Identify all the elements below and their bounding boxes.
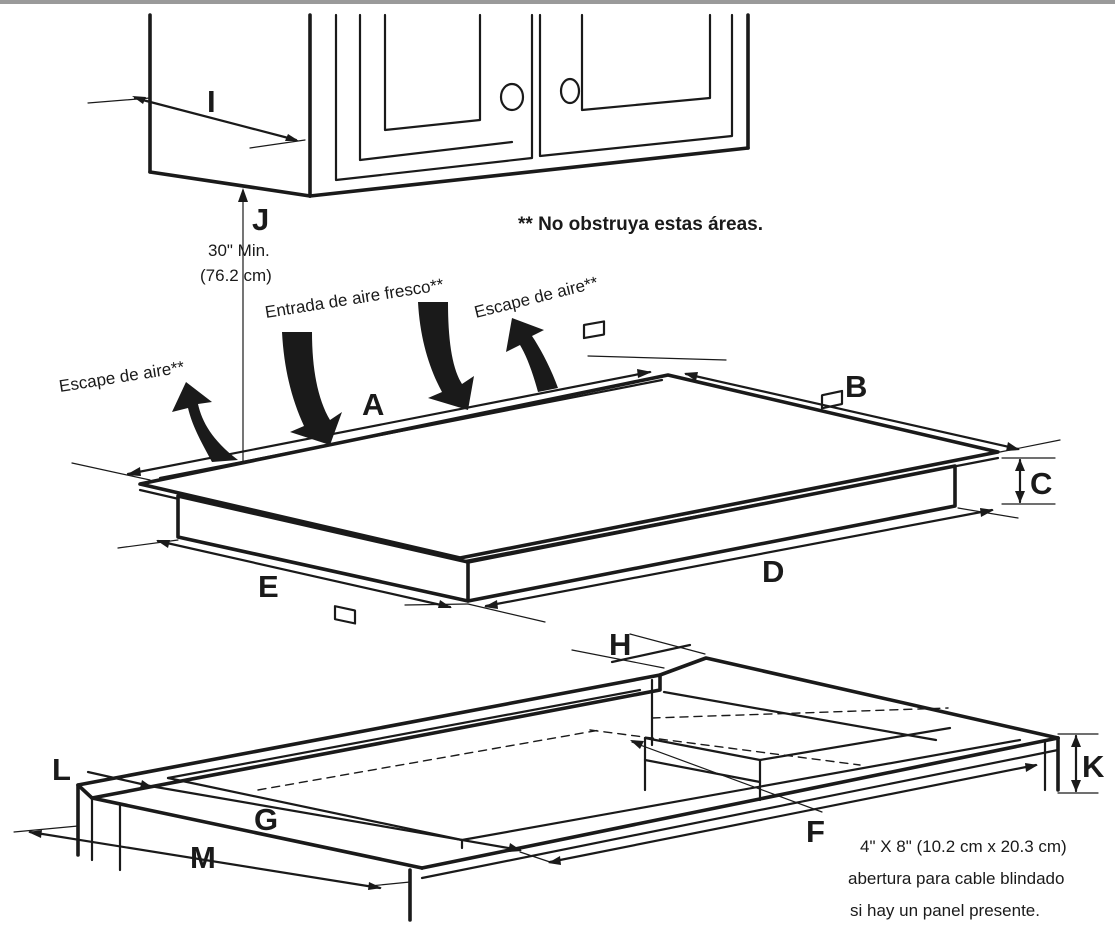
cooktop: [138, 320, 1000, 625]
mounting-bracket-front: [582, 320, 606, 340]
leader-line-cable: [631, 741, 823, 813]
left-door-panel: [383, 13, 482, 132]
right-door-panel: [580, 13, 712, 112]
intake-arrow-1: [282, 332, 342, 445]
label-b: B: [845, 369, 867, 404]
exhaust-label-right: Escape de aire**: [472, 273, 600, 322]
label-i: I: [207, 84, 216, 119]
cooktop-back-trim: [158, 378, 664, 480]
label-k: K: [1082, 749, 1105, 784]
right-door-frame: [538, 13, 734, 158]
cable-note-line-3: si hay un panel presente.: [850, 901, 1040, 920]
clearance-metric: (76.2 cm): [200, 266, 272, 285]
countertop-left-side: [90, 796, 424, 870]
label-e: E: [258, 569, 279, 604]
label-m: M: [190, 840, 216, 875]
hidden-line-2: [589, 729, 861, 766]
exhaust-arrow-right: [506, 318, 558, 392]
cabinet-bottom-side: [148, 170, 312, 198]
airflow-arrows: [172, 302, 558, 462]
dimension-c: C: [1001, 457, 1056, 505]
label-j: J: [252, 202, 269, 237]
dimension-k: K: [1057, 733, 1105, 794]
dimension-b: B: [684, 369, 1061, 453]
label-c: C: [1030, 466, 1052, 501]
dimension-d: D: [467, 507, 1019, 623]
mounting-bracket-left: [333, 605, 357, 625]
countertop-back-edge: [76, 673, 662, 800]
hidden-line-1: [257, 729, 601, 791]
label-h: H: [609, 627, 631, 662]
intake-arrow-2: [418, 302, 474, 410]
hidden-line-3: [651, 707, 949, 719]
left-door-inset-outer: [358, 13, 514, 162]
countertop-right-back: [658, 656, 1060, 740]
label-l: L: [52, 752, 71, 787]
dimension-h: H: [571, 627, 706, 669]
right-door-knob: [559, 77, 581, 105]
exhaust-label-left: Escape de aire**: [58, 357, 186, 396]
dimension-g: G: [148, 784, 522, 852]
countertop: [76, 656, 1060, 922]
dimension-f: F: [519, 740, 1038, 865]
dimension-i: I: [87, 84, 306, 149]
cabinet-bottom-front: [308, 146, 750, 198]
dimension-e: E: [117, 539, 469, 609]
label-a: A: [362, 387, 384, 422]
left-door-knob: [499, 82, 525, 112]
exhaust-arrow-left: [172, 382, 238, 462]
cooktop-glass-surface: [138, 373, 1000, 560]
cutout-opening-back: [166, 688, 642, 780]
dimension-l: L: [52, 752, 152, 788]
upper-cabinet: [148, 13, 750, 198]
intake-label: Entrada de aire fresco**: [264, 275, 446, 322]
cable-note-line-2: abertura para cable blindado: [848, 869, 1064, 888]
clearance-min: 30" Min.: [208, 241, 270, 260]
dimension-m: M: [13, 825, 411, 890]
cable-note-line-1: 4" X 8" (10.2 cm x 20.3 cm): [860, 837, 1067, 856]
label-f: F: [806, 814, 825, 849]
countertop-front-edge: [420, 736, 1060, 870]
label-d: D: [762, 554, 784, 589]
warning-note: ** No obstruya estas áreas.: [518, 214, 763, 235]
left-door-frame: [334, 13, 534, 182]
label-g: G: [254, 802, 278, 837]
